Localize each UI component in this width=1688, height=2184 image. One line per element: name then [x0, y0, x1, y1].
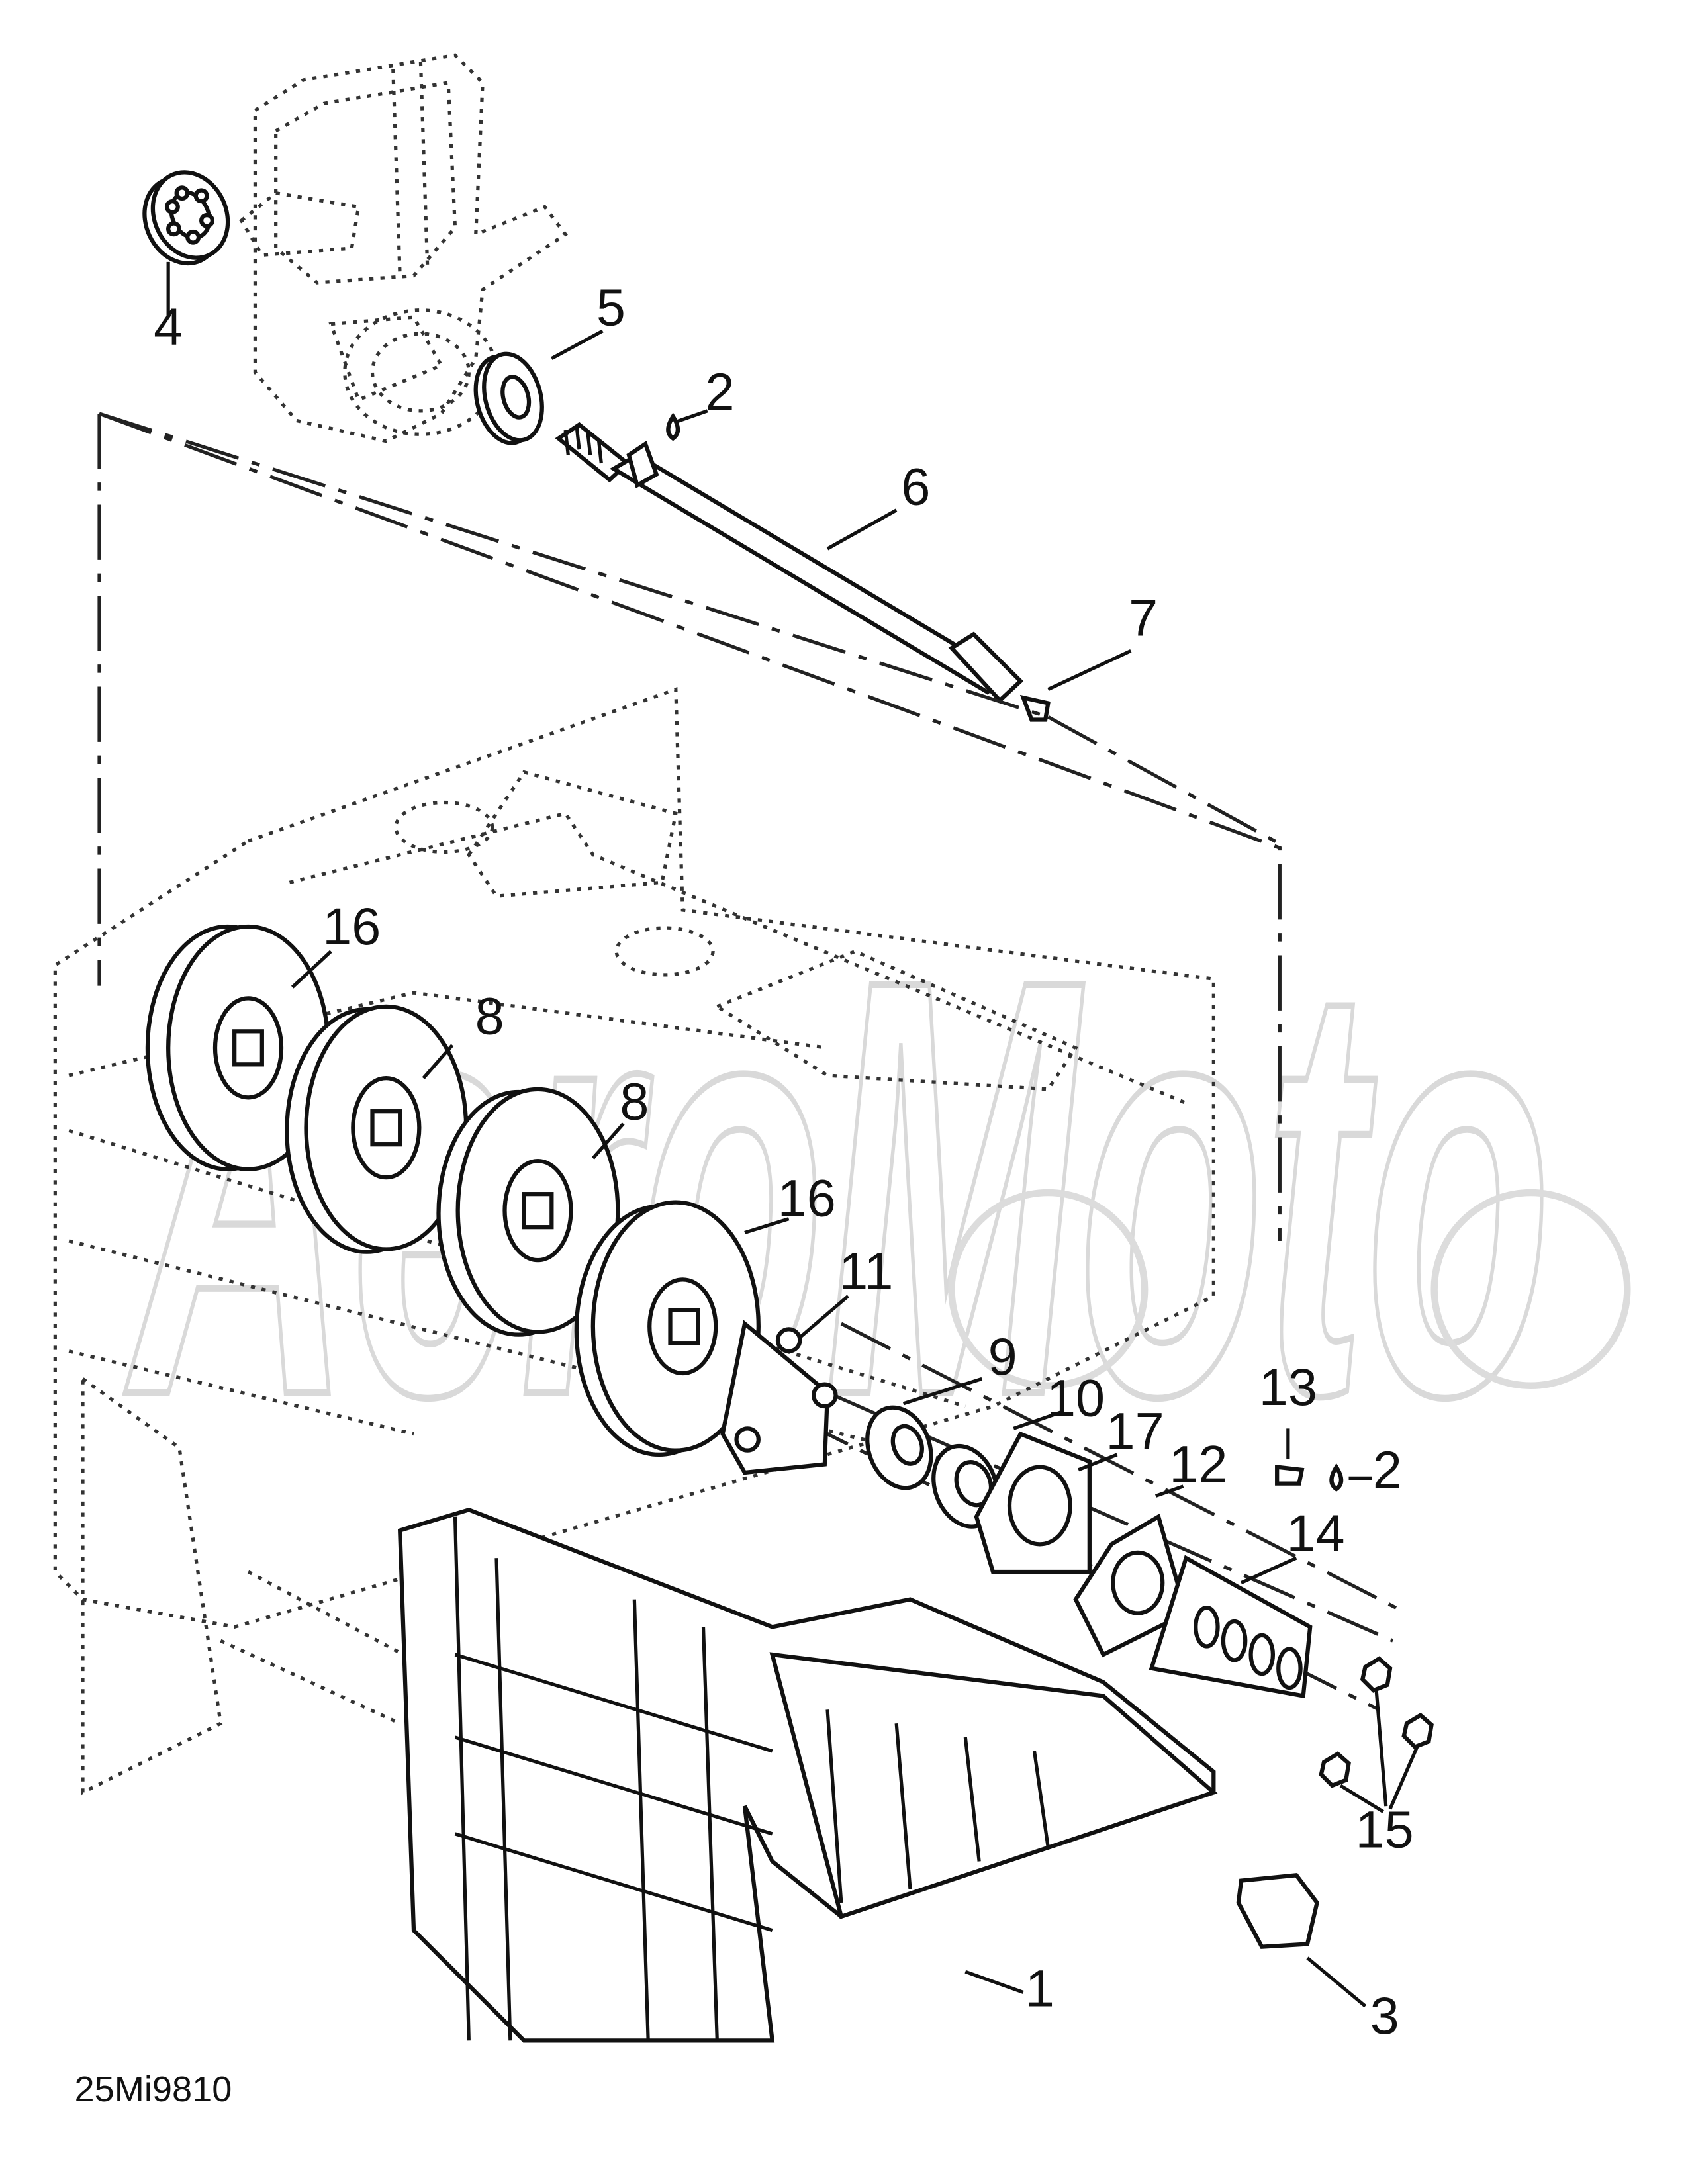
callout-9: 9 [988, 1327, 1017, 1386]
sprocket-16-right [574, 1200, 761, 1457]
watermark-wheel-icon [1430, 1189, 1631, 1389]
callout-3: 3 [1370, 1986, 1399, 2045]
seal-5 [473, 351, 544, 445]
callout-5: 5 [596, 278, 626, 337]
slider-3 [1236, 1873, 1319, 1949]
grease-drop-icon [1329, 1463, 1344, 1492]
drawing-code: 25Mi9810 [75, 2070, 232, 2109]
callout-16: 16 [322, 897, 381, 956]
callout-2: 2 [705, 362, 734, 421]
callout-17: 17 [1106, 1402, 1164, 1461]
callout-1: 1 [1025, 1958, 1055, 2017]
callout-6: 6 [901, 457, 930, 516]
callout-11: 11 [839, 1242, 893, 1300]
callout-8: 8 [620, 1072, 649, 1131]
seal-9 [865, 1405, 933, 1490]
callout-12: 12 [1169, 1435, 1227, 1494]
callout-labels: 4 5 2 6 7 16 8 8 16 11 9 10 17 12 13 2 1… [154, 278, 1414, 2045]
callout-4: 4 [154, 297, 183, 356]
flange-17 [974, 1431, 1092, 1574]
drive-axle-6 [555, 422, 1024, 704]
bearing-4 [142, 170, 230, 266]
callout-15: 15 [1356, 1800, 1414, 1859]
retainer-11 [720, 1320, 838, 1475]
track-1 [397, 1507, 1218, 2043]
assembly-axis-lines [97, 412, 1408, 1711]
callout-8: 8 [475, 987, 504, 1046]
grease-drop-icon [666, 412, 680, 441]
leader-lines [166, 261, 1420, 2008]
grease-fitting-13 [1275, 1465, 1305, 1486]
bracket-14 [1149, 1555, 1313, 1699]
bearing-housing-12 [1073, 1513, 1189, 1658]
clip-7 [1019, 694, 1051, 722]
nuts-15 [1319, 1656, 1434, 1788]
sprocket-8-first [285, 1004, 469, 1254]
callout-14: 14 [1286, 1504, 1344, 1563]
callout-13: 13 [1259, 1357, 1317, 1416]
frame-rails [53, 687, 1215, 1796]
callout-7: 7 [1129, 588, 1158, 647]
callout-10: 10 [1047, 1369, 1105, 1428]
callout-16: 16 [778, 1169, 836, 1228]
sprocket-8-second [436, 1087, 620, 1337]
callout-2: 2 [1373, 1440, 1402, 1499]
watermark-wheel-icon [948, 1189, 1149, 1389]
